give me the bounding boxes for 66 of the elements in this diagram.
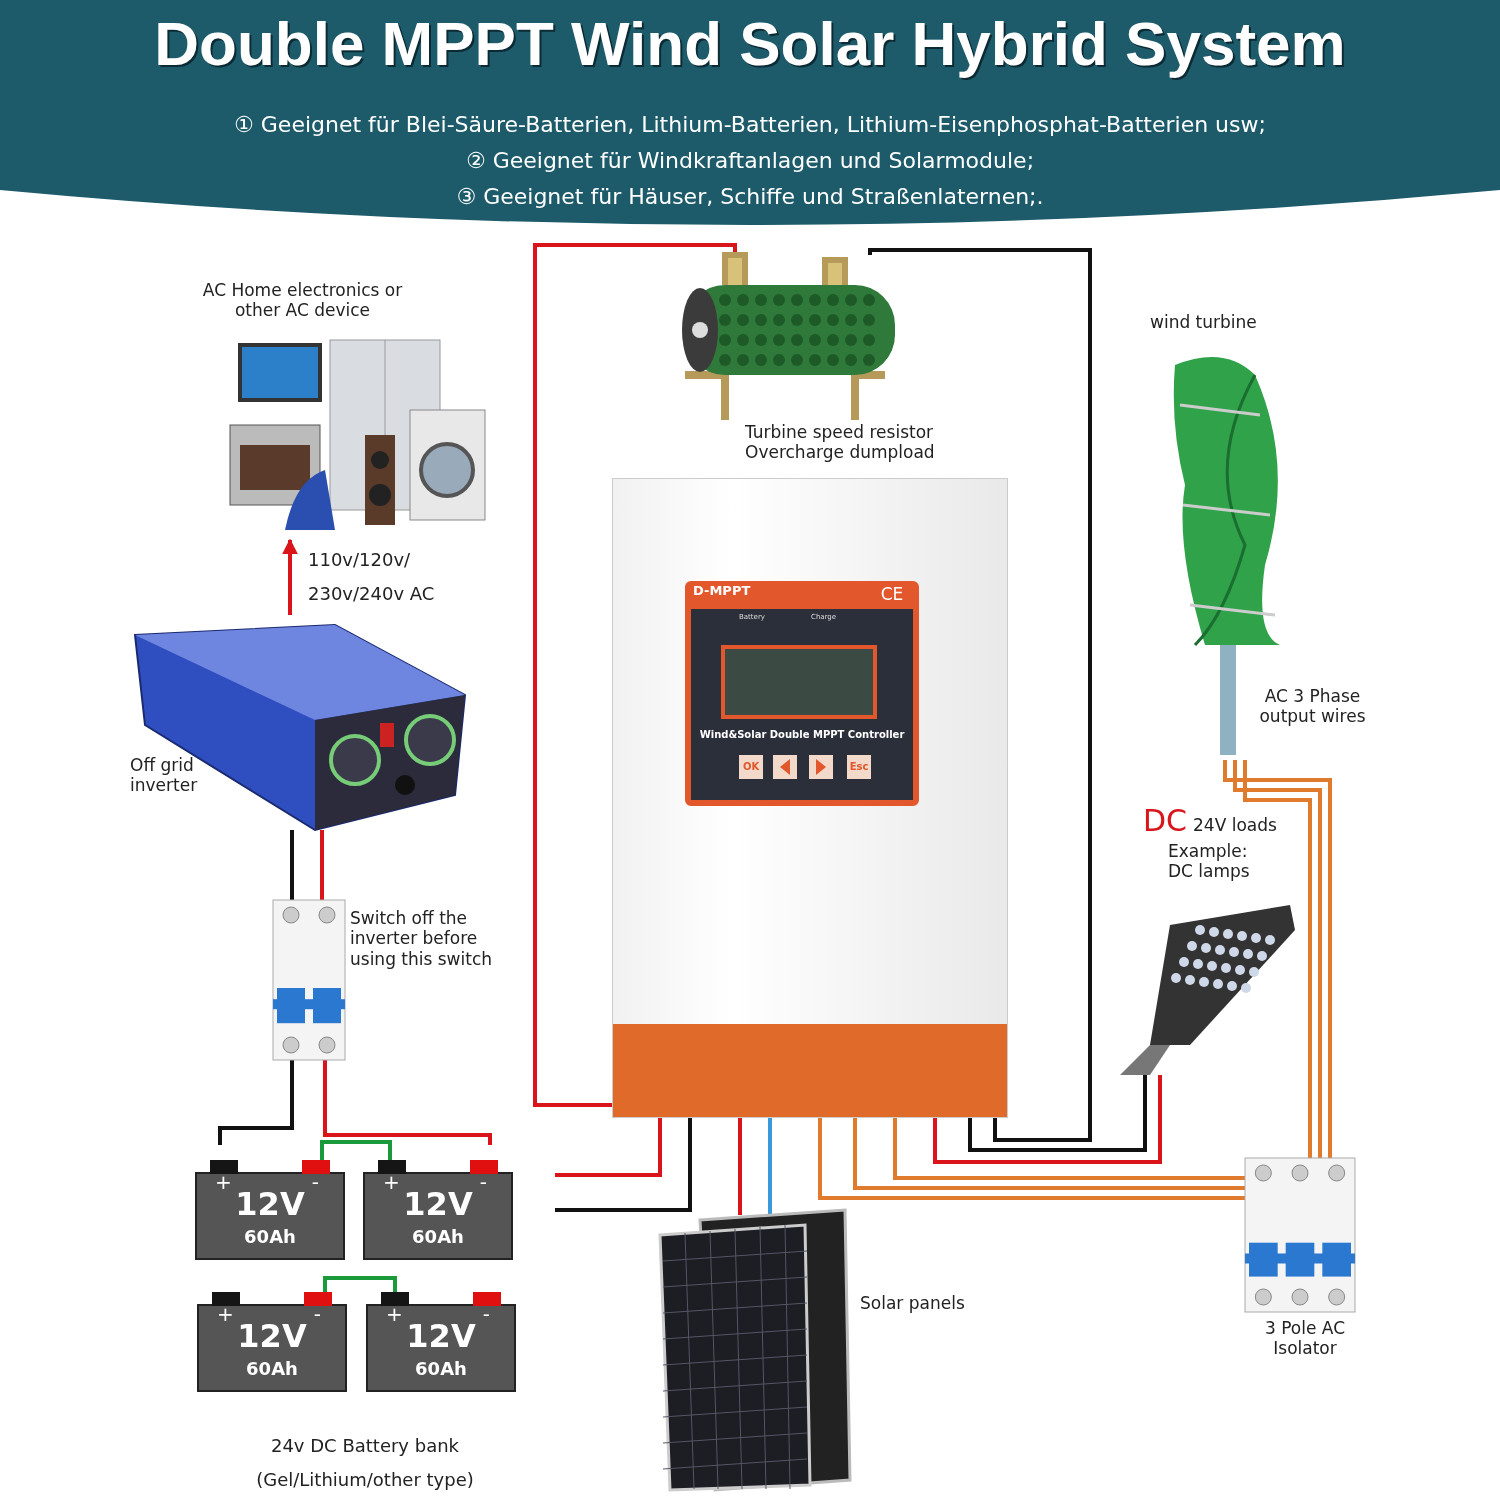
certification-mark: CE xyxy=(879,584,905,605)
node-label: 24V loads xyxy=(1193,815,1278,836)
node-label: 3 Pole AC Isolator xyxy=(1263,1318,1347,1359)
esc-button: Esc xyxy=(847,755,871,779)
charge-controller xyxy=(612,478,1008,1118)
wire xyxy=(868,248,1092,1142)
voltage-label: 12V xyxy=(405,1320,477,1352)
wire xyxy=(290,830,294,900)
node-label: AC 3 Phase output wires xyxy=(1258,686,1367,727)
node-label: Turbine speed resistor Overcharge dumpload xyxy=(745,422,936,463)
wire xyxy=(933,1075,1162,1164)
wire xyxy=(555,1118,662,1177)
ok-button: OK xyxy=(739,755,763,779)
wire xyxy=(738,1118,742,1215)
polarity-sign: + xyxy=(383,1172,400,1192)
header-note: ① Geeignet für Blei-Säure-Batterien, Lithium-Batterien, Lithium-Eisenphosphat-Batterien usw; xyxy=(233,112,1267,139)
isolator-switch-drawing xyxy=(1245,1158,1355,1312)
circuit-breaker-drawing xyxy=(273,900,345,1060)
wire xyxy=(853,1118,1245,1190)
polarity-sign: - xyxy=(479,1172,487,1192)
wire xyxy=(768,1118,772,1215)
panel-label: Wind&Solar Double MPPT Controller xyxy=(698,729,906,740)
voltage-label: 12V xyxy=(234,1188,306,1220)
wire xyxy=(320,830,324,900)
voltage-label: 12V xyxy=(236,1320,308,1352)
node-label: Off grid inverter xyxy=(130,755,199,796)
node-label: Example: DC lamps xyxy=(1168,841,1251,882)
polarity-sign: - xyxy=(313,1304,321,1324)
wire xyxy=(533,243,737,1107)
wire xyxy=(818,1118,1245,1200)
polarity-sign: - xyxy=(311,1172,319,1192)
node-label: AC Home electronics or other AC device xyxy=(201,280,404,321)
wire xyxy=(218,1060,294,1145)
battery-bank-label: 24v DC Battery bank xyxy=(269,1435,461,1456)
voltage-label: 12V xyxy=(402,1188,474,1220)
header-note: ③ Geeignet für Häuser, Schiffe und Straßenlaternen;. xyxy=(455,184,1045,211)
polarity-sign: + xyxy=(215,1172,232,1192)
battery xyxy=(363,1160,513,1260)
capacity-label: 60Ah xyxy=(245,1360,299,1378)
polarity-sign: - xyxy=(482,1304,490,1324)
battery xyxy=(195,1160,345,1260)
node-label: wind turbine xyxy=(1150,312,1258,333)
battery-type-note: (Gel/Lithium/other type) xyxy=(255,1469,475,1490)
wire xyxy=(1233,760,1322,1158)
wire xyxy=(320,1140,392,1160)
wire xyxy=(323,1060,492,1145)
capacity-label: 60Ah xyxy=(411,1228,465,1246)
wire xyxy=(555,1118,692,1212)
node-label: Solar panels xyxy=(860,1293,966,1314)
node-label: Switch off the inverter before using this switch xyxy=(350,908,494,970)
solar-panel-drawing xyxy=(655,1210,850,1490)
polarity-sign: + xyxy=(386,1304,403,1324)
model-label: D-MPPT xyxy=(693,583,751,598)
capacity-label: 60Ah xyxy=(414,1360,468,1378)
polarity-sign: + xyxy=(217,1304,234,1324)
wire xyxy=(893,1118,1245,1180)
wire xyxy=(1243,760,1312,1158)
wire xyxy=(1223,760,1332,1158)
battery xyxy=(366,1292,516,1392)
wire xyxy=(968,1075,1147,1152)
wire xyxy=(323,1276,397,1292)
battery xyxy=(197,1292,347,1392)
title: Double MPPT Wind Solar Hybrid System xyxy=(153,8,1347,79)
capacity-label: 60Ah xyxy=(243,1228,297,1246)
header-note: ② Geeignet für Windkraftanlagen und Solarmodule; xyxy=(464,148,1036,175)
arrow xyxy=(282,538,298,615)
